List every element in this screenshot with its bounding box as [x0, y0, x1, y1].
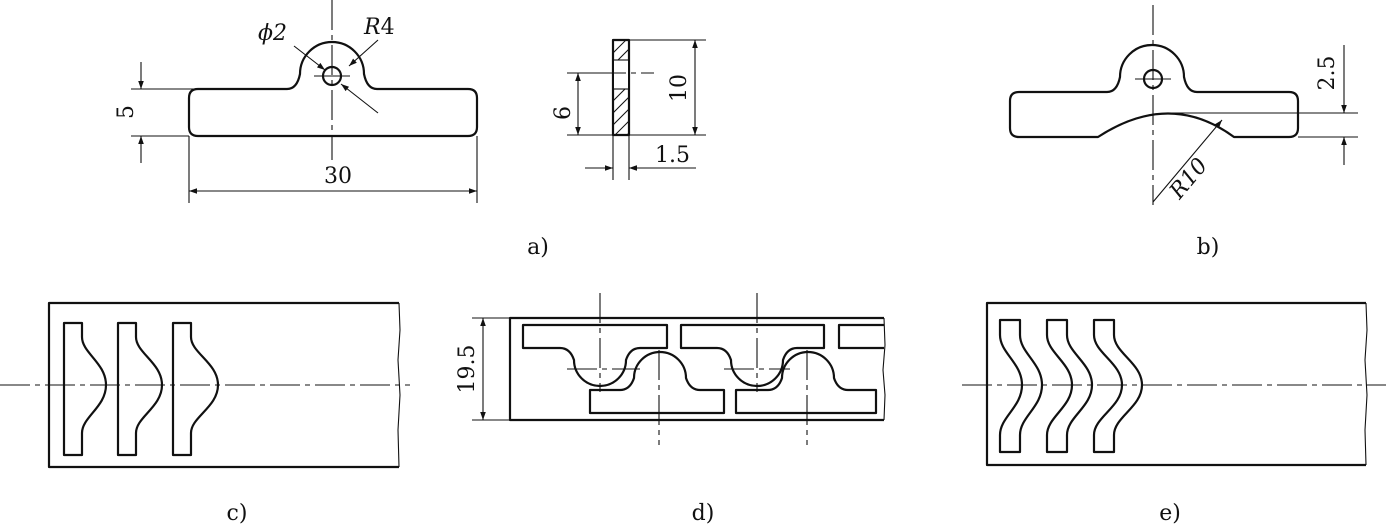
break-line-d — [882, 317, 886, 421]
caption-e: e) — [1159, 501, 1181, 526]
section-view: 10 6 1.5 — [551, 38, 706, 180]
radius-leader — [348, 39, 379, 67]
blank-d-bottom-2 — [734, 350, 878, 415]
radius-leader-inner — [340, 83, 379, 114]
strip-d — [508, 316, 884, 422]
radius-b-label: R10 — [1164, 154, 1212, 205]
figure-b: 2.5 R10 b) — [1008, 5, 1358, 260]
blank-d-top-1 — [521, 323, 669, 388]
blank-c-1 — [62, 321, 108, 457]
height-dim-label: 5 — [114, 105, 139, 119]
figure-a: ϕ2 R4 5 30 a) — [114, 0, 549, 260]
hole-leader — [293, 45, 326, 71]
section-slot — [614, 60, 628, 89]
part-b-outline — [1008, 43, 1300, 139]
section-outline — [611, 38, 631, 137]
strip-e — [985, 301, 1366, 467]
figure-e: e) — [962, 301, 1386, 526]
figure-c: c) — [0, 301, 410, 526]
caption-d: d) — [692, 501, 715, 526]
blank-d-top-2 — [679, 323, 826, 388]
caption-c: c) — [227, 501, 248, 526]
blank-c-2 — [116, 321, 164, 457]
hole-dim-label: ϕ2 — [258, 21, 287, 46]
caption-a: a) — [527, 235, 549, 260]
section-slot-label: 6 — [551, 106, 576, 120]
section-thickness-label: 1.5 — [655, 143, 690, 168]
break-line-c — [397, 302, 401, 468]
strip-width-label: 19.5 — [455, 345, 480, 394]
radius-dim-label: R4 — [363, 15, 395, 40]
blank-e-2 — [1045, 318, 1094, 454]
blank-d-top-3 — [837, 323, 884, 350]
blank-c-3 — [171, 321, 220, 457]
break-line-e — [1364, 302, 1368, 466]
length-dim-label: 30 — [324, 164, 352, 189]
blank-e-1 — [998, 318, 1044, 454]
caption-b: b) — [1197, 235, 1220, 260]
offset-dim-label: 2.5 — [1315, 56, 1340, 91]
section-hatching — [613, 40, 629, 135]
section-height-label: 10 — [667, 74, 692, 102]
dim-radius-b — [1152, 119, 1223, 203]
figure-d: 19.5 d) — [455, 293, 886, 526]
blank-e-3 — [1092, 318, 1144, 454]
blank-d-bottom-1 — [588, 350, 726, 415]
part-a-outline — [187, 40, 479, 138]
